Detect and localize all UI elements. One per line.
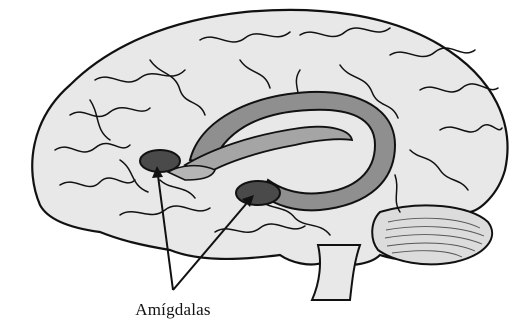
brain-stem [312, 245, 360, 300]
amygdala-label: Amígdalas [118, 300, 228, 320]
amygdala-right [236, 181, 280, 205]
amygdala-left [140, 150, 180, 172]
